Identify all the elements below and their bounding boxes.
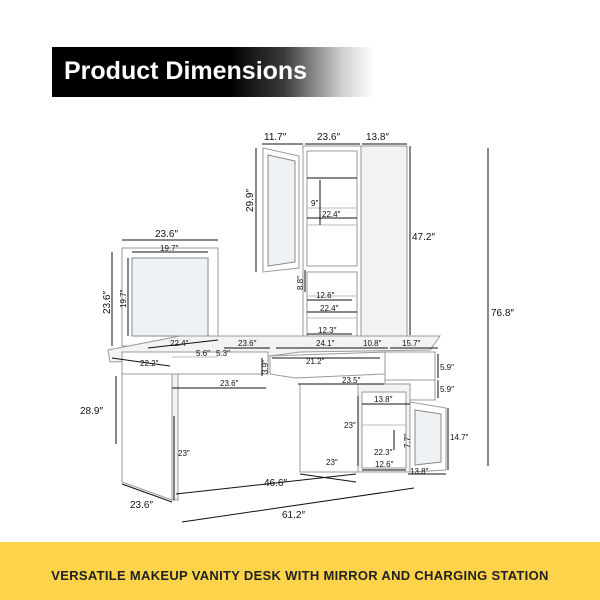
dim-14-7: 14.7″	[450, 433, 469, 442]
dim-12-6-b: 12.6″	[375, 460, 394, 469]
dim-23-b: 23″	[178, 449, 190, 458]
dim-7-7: 7.7″	[403, 434, 412, 448]
dim-13-8-top: 13.8″	[366, 132, 389, 143]
dim-47-2: 47.2″	[412, 232, 435, 243]
dim-3-9: 3.9″	[261, 360, 270, 374]
desk-left-leg	[121, 373, 179, 501]
footer-tagline: VERSATILE MAKEUP VANITY DESK WITH MIRROR…	[51, 568, 549, 583]
title-banner: Product Dimensions	[52, 47, 374, 97]
dim-13-8-c: 13.8″	[410, 467, 429, 476]
dim-8-8: 8.8″	[296, 276, 305, 290]
dim-5-6: 5.6″	[196, 349, 210, 358]
desk-top	[107, 335, 441, 375]
dim-23-6-e: 23.6″	[220, 379, 239, 388]
dim-10-8: 10.8″	[363, 339, 382, 348]
dim-5-9-b: 5.9″	[440, 385, 454, 394]
dim-23-c: 23″	[326, 458, 338, 467]
dim-23-6-f: 23.6″	[130, 500, 153, 511]
dim-15-7: 15.7″	[402, 339, 421, 348]
dim-22-4-b: 22.4″	[320, 304, 339, 313]
dim-11-7: 11.7″	[264, 132, 287, 143]
dim-29-9: 29.9″	[245, 189, 256, 212]
dim-22-3: 22.3″	[374, 448, 393, 457]
dim-22-4-a: 22.4″	[322, 210, 341, 219]
dimension-diagram: 11.7″ 23.6″ 13.8″ 29.9″ 9″ 22.4″ 47.2″ 7…	[80, 132, 514, 523]
flip-mirror	[121, 247, 219, 347]
dim-12-3: 12.3″	[318, 326, 337, 335]
dim-23-6-d: 23.6″	[238, 339, 257, 348]
dim-28-9: 28.9″	[80, 406, 103, 417]
dim-5-9-a: 5.9″	[440, 363, 454, 372]
dim-23-6-side: 23.6″	[102, 291, 113, 314]
cabinet-glass-door	[262, 147, 300, 273]
dim-12-6-a: 12.6″	[316, 291, 335, 300]
dim-13-8-b: 13.8″	[374, 395, 393, 404]
lower-cabinet	[299, 383, 447, 473]
pull-out-tray	[269, 351, 386, 379]
dim-23-a: 23″	[344, 421, 356, 430]
tall-cabinet	[302, 145, 408, 343]
dim-19-7-w: 19.7″	[160, 244, 179, 253]
dim-46-6: 46.6″	[264, 478, 287, 489]
dim-22-4-c: 22.4″	[170, 339, 189, 348]
dim-22-2: 22.2″	[140, 359, 159, 368]
dim-76-8: 76.8″	[491, 308, 514, 319]
footer-banner: VERSATILE MAKEUP VANITY DESK WITH MIRROR…	[0, 542, 600, 600]
dim-21-2: 21.2″	[306, 357, 325, 366]
dim-5-3: 5.3″	[216, 349, 230, 358]
page-title: Product Dimensions	[64, 57, 308, 85]
dim-23-6-mirror: 23.6″	[155, 229, 178, 240]
dim-23-6-top: 23.6″	[317, 132, 340, 143]
dim-9: 9″	[311, 199, 318, 208]
dim-24-1: 24.1″	[316, 339, 335, 348]
dim-23-5: 23.5″	[342, 376, 361, 385]
dim-19-7-h: 19.7″	[119, 289, 128, 308]
dim-61-2: 61.2″	[282, 510, 305, 521]
